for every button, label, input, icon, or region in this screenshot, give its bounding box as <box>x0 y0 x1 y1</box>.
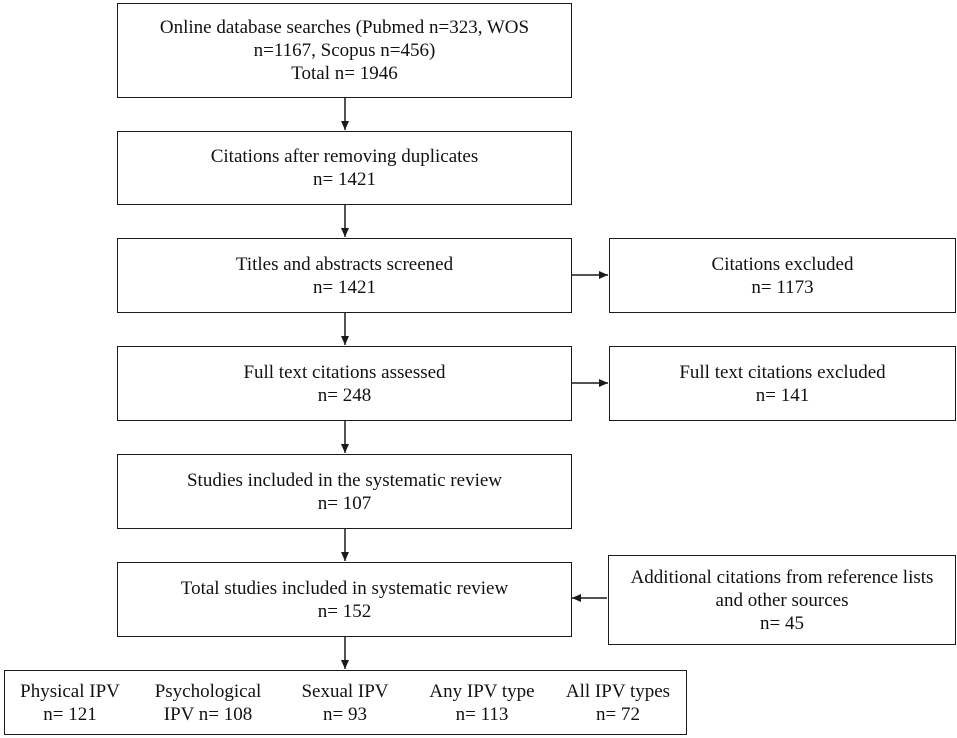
box-line: Full text citations assessed <box>243 361 446 383</box>
category-name: Any IPV type <box>429 681 535 702</box>
box-line: Total n= 1946 <box>291 63 398 84</box>
screened-box: Titles and abstracts screened n= 1421 <box>117 238 572 313</box>
category-name: Psychological <box>154 681 262 702</box>
box-line: Citations after removing duplicates <box>210 146 479 167</box>
box-line: n= 141 <box>755 384 810 406</box>
total-included-box: Total studies included in systematic rev… <box>117 562 572 637</box>
ipv-categories-box <box>4 670 687 735</box>
category-name: All IPV types <box>565 681 671 702</box>
box-line: Titles and abstracts screened <box>235 253 454 275</box>
box-line: n= 1421 <box>313 276 376 298</box>
category-psychological-ipv: Psychological IPV n= 108 <box>148 680 268 726</box>
category-count: IPV n= 108 <box>163 704 253 725</box>
box-line: n= 1173 <box>751 276 814 298</box>
box-line: n= 248 <box>317 384 372 406</box>
citations-excluded-box: Citations excluded n= 1173 <box>609 238 956 313</box>
fulltext-excluded-box: Full text citations excluded n= 141 <box>609 346 956 421</box>
box-line: and other sources <box>715 589 849 611</box>
box-line: n= 45 <box>760 612 804 634</box>
box-line: n= 1421 <box>313 169 376 190</box>
box-line: n=1167, Scopus n=456) <box>253 40 436 61</box>
box-line: Full text citations excluded <box>679 361 886 383</box>
category-count: n= 121 <box>43 704 97 725</box>
category-all-ipv-types: All IPV types n= 72 <box>556 680 680 726</box>
category-count: n= 113 <box>455 704 509 725</box>
box-line: n= 152 <box>317 600 372 622</box>
box-line: n= 107 <box>317 492 372 514</box>
fulltext-assessed-box: Full text citations assessed n= 248 <box>117 346 572 421</box>
box-line: Studies included in the systematic revie… <box>186 469 502 491</box>
category-name: Sexual IPV <box>301 681 389 702</box>
studies-included-box: Studies included in the systematic revie… <box>117 454 572 529</box>
box-line: Total studies included in systematic rev… <box>180 577 509 599</box>
category-name: Physical IPV <box>20 681 120 702</box>
category-physical-ipv: Physical IPV n= 121 <box>14 680 126 726</box>
category-count: n= 72 <box>596 704 640 725</box>
box-line: Additional citations from reference list… <box>630 566 934 588</box>
category-sexual-ipv: Sexual IPV n= 93 <box>292 680 398 726</box>
category-count: n= 93 <box>323 704 367 725</box>
database-search-box: Online database searches (Pubmed n=323, … <box>117 3 572 98</box>
box-line: Online database searches (Pubmed n=323, … <box>159 17 530 38</box>
category-any-ipv-type: Any IPV type n= 113 <box>418 680 546 726</box>
box-line: Citations excluded <box>711 253 854 275</box>
additional-citations-box: Additional citations from reference list… <box>608 555 956 645</box>
deduplicated-citations-box: Citations after removing duplicates n= 1… <box>117 131 572 205</box>
